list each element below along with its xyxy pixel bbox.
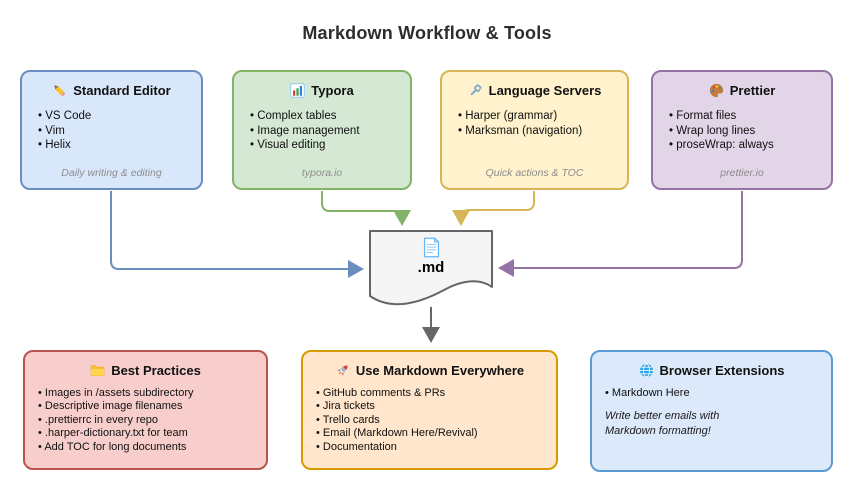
node-footer: Daily writing & editing xyxy=(61,167,162,179)
node-language-servers: Language Servers Harper (grammar) Marksm… xyxy=(440,70,629,190)
node-best-practices: Best Practices Images in /assets subdire… xyxy=(23,350,268,470)
list-item: Descriptive image filenames xyxy=(38,400,260,413)
list-item: Helix xyxy=(38,138,195,153)
node-typora: Typora Complex tables Image management V… xyxy=(232,70,412,190)
list-item: Trello cards xyxy=(316,414,550,427)
palette-icon xyxy=(709,83,723,98)
node-title: Best Practices xyxy=(111,363,201,378)
node-footer: Quick actions & TOC xyxy=(485,167,584,179)
node-header: Prettier xyxy=(653,83,831,98)
node-title: Typora xyxy=(311,83,354,98)
list-item: Jira tickets xyxy=(316,400,550,413)
list-item: Images in /assets subdirectory xyxy=(38,387,260,400)
arrow-standard-editor-to-md xyxy=(110,191,364,278)
rocket-icon xyxy=(337,365,348,376)
folder-icon xyxy=(91,365,105,377)
list-item: Image management xyxy=(250,124,404,139)
node-footer: typora.io xyxy=(301,167,343,179)
list-item: Documentation xyxy=(316,441,550,454)
list-item: Marksman (navigation) xyxy=(458,124,621,139)
node-header: Browser Extensions xyxy=(592,363,831,378)
page-icon xyxy=(423,237,440,258)
node-footer: prettier.io xyxy=(720,167,764,179)
node-header: Use Markdown Everywhere xyxy=(303,363,556,378)
node-browser-extensions: Browser Extensions Markdown Here Write b… xyxy=(590,350,833,472)
node-header: Typora xyxy=(234,83,410,98)
node-title: Browser Extensions xyxy=(659,363,785,378)
list-item: Markdown Here xyxy=(605,387,825,400)
node-header: Language Servers xyxy=(442,83,627,98)
list-item: GitHub comments & PRs xyxy=(316,387,550,400)
node-title: Prettier xyxy=(729,83,776,98)
md-document-node: .md xyxy=(396,237,466,277)
node-standard-editor: Standard Editor VS Code Vim Helix Daily … xyxy=(20,70,203,190)
list-item: Wrap long lines xyxy=(669,124,825,139)
pencil-icon xyxy=(54,85,66,97)
node-title: Standard Editor xyxy=(73,83,171,98)
node-title: Use Markdown Everywhere xyxy=(355,363,525,378)
globe-icon xyxy=(639,363,653,378)
list-item: .prettierrc in every repo xyxy=(38,414,260,427)
arrow-typora-to-md xyxy=(321,191,411,226)
wrench-icon xyxy=(470,84,482,96)
node-note: Write better emails with Markdown format… xyxy=(605,410,720,437)
node-use-markdown-everywhere: Use Markdown Everywhere GitHub comments … xyxy=(301,350,558,470)
list-item: Format files xyxy=(669,109,825,124)
node-title: Language Servers xyxy=(488,83,602,98)
page-title: Markdown Workflow & Tools xyxy=(302,23,552,43)
list-item: VS Code xyxy=(38,109,195,124)
arrow-language-servers-to-md xyxy=(452,191,535,226)
list-item: Add TOC for long documents xyxy=(38,441,260,454)
list-item: .harper-dictionary.txt for team xyxy=(38,427,260,440)
bar-chart-icon xyxy=(290,83,305,98)
list-item: Visual editing xyxy=(250,138,404,153)
md-label: .md xyxy=(417,259,445,276)
list-item: Harper (grammar) xyxy=(458,109,621,124)
node-prettier: Prettier Format files Wrap long lines pr… xyxy=(651,70,833,190)
list-item: Complex tables xyxy=(250,109,404,124)
arrow-prettier-to-md xyxy=(498,191,743,277)
node-header: Standard Editor xyxy=(22,83,201,98)
list-item: proseWrap: always xyxy=(669,138,825,153)
list-item: Vim xyxy=(38,124,195,139)
node-header: Best Practices xyxy=(25,363,266,378)
list-item: Email (Markdown Here/Revival) xyxy=(316,427,550,440)
